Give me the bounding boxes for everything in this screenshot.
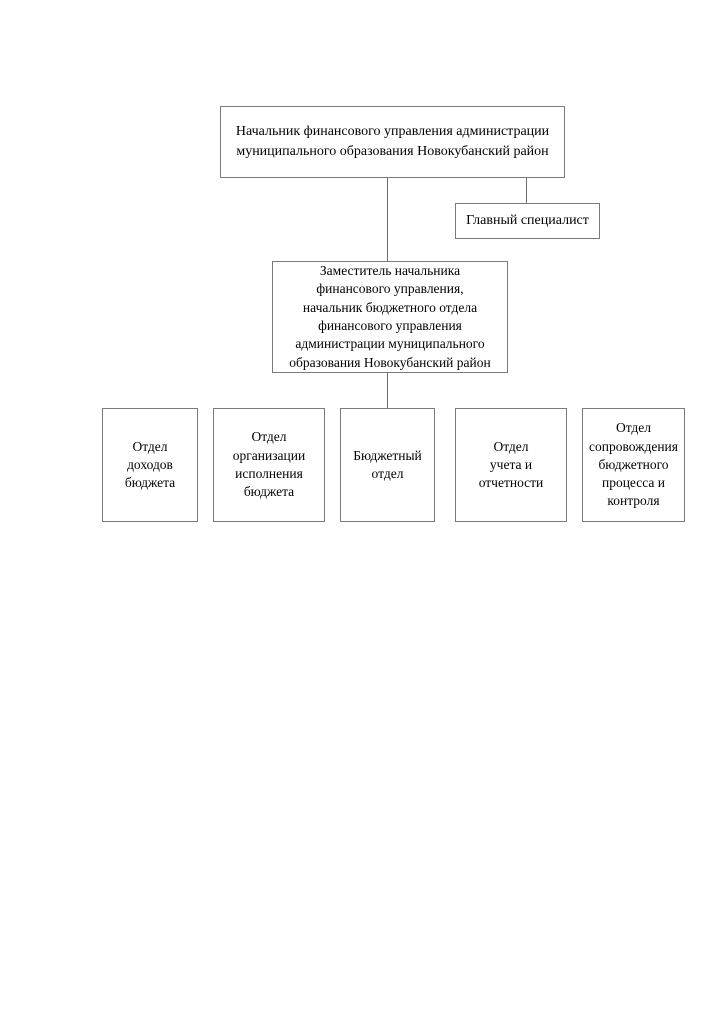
org-node-dept-accounting: Отдел учета и отчетности <box>455 408 567 522</box>
org-node-dept-support: Отдел сопровождения бюджетного процесса … <box>582 408 685 522</box>
connector-head-to-deputy <box>387 178 388 261</box>
connector-deputy-to-budget-dept <box>387 373 388 408</box>
org-node-dept-budget: Бюджетный отдел <box>340 408 435 522</box>
org-node-dept-income: Отдел доходов бюджета <box>102 408 198 522</box>
org-node-dept-execution: Отдел организации исполнения бюджета <box>213 408 325 522</box>
org-node-deputy-head: Заместитель начальника финансового управ… <box>272 261 508 373</box>
org-node-head-of-finance: Начальник финансового управления админис… <box>220 106 565 178</box>
org-node-chief-specialist: Главный специалист <box>455 203 600 239</box>
connector-head-to-chief-specialist <box>526 178 527 203</box>
